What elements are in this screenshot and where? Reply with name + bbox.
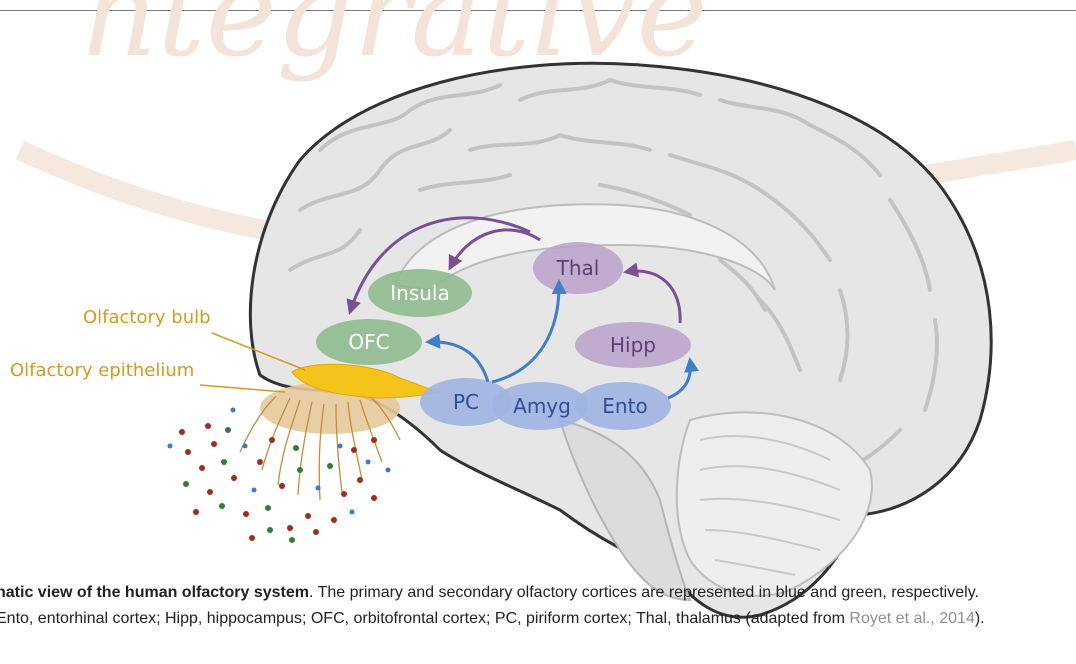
ofc-label: OFC	[348, 330, 389, 354]
caption-line-2: Ento, entorhinal cortex; Hipp, hippocamp…	[0, 606, 1072, 632]
amyg-label: Amyg	[513, 394, 571, 418]
pc-label: PC	[453, 390, 479, 414]
insula-label: Insula	[390, 281, 449, 305]
caption-line-1-text: . The primary and secondary olfactory co…	[309, 584, 979, 601]
olfactory-epithelium-label: Olfactory epithelium	[10, 360, 194, 381]
caption-line-1: natic view of the human olfactory system…	[0, 580, 1072, 606]
citation-link[interactable]: Royet et al., 2014	[849, 610, 974, 627]
olfactory-epithelium-leader-line	[200, 385, 285, 392]
caption-line-2-end: ).	[975, 610, 985, 627]
caption-line-2-text: Ento, entorhinal cortex; Hipp, hippocamp…	[0, 610, 849, 627]
olfactory-bulb-label: Olfactory bulb	[83, 307, 211, 328]
thal-label: Thal	[556, 256, 600, 280]
ento-label: Ento	[602, 394, 647, 418]
figure-caption: natic view of the human olfactory system…	[0, 580, 1072, 632]
hipp-label: Hipp	[610, 333, 656, 357]
caption-title: natic view of the human olfactory system	[0, 584, 309, 601]
